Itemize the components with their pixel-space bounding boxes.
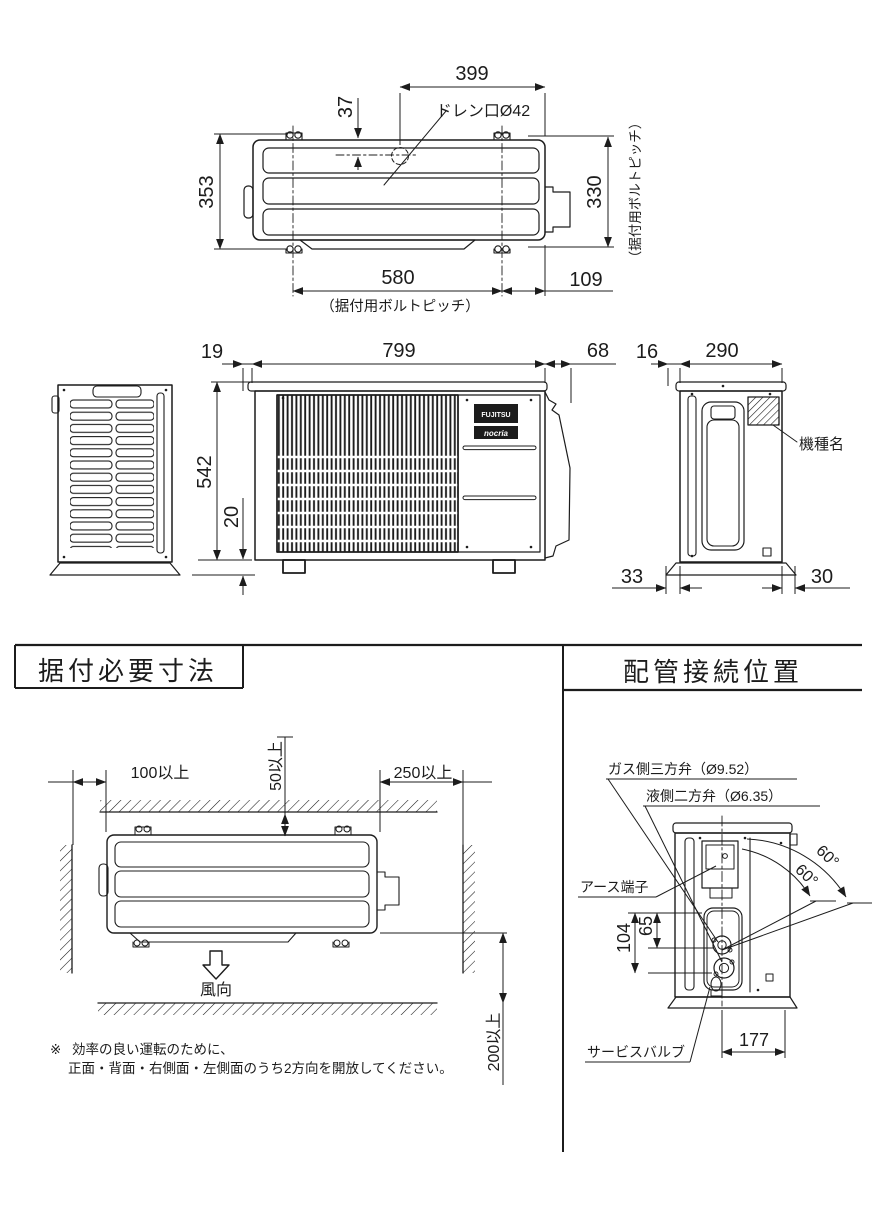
right-view-top-cap <box>675 381 787 392</box>
dim-65: 65 <box>636 916 656 936</box>
clearance-right-label: 250以上 <box>394 764 453 782</box>
top-view-dimensions <box>214 83 614 296</box>
bolt-pitch-side-label: （据付用ボルトピッチ） <box>628 116 643 265</box>
dim-799: 799 <box>382 340 415 362</box>
front-view <box>247 381 571 574</box>
dim-542: 542 <box>194 455 216 488</box>
dim-109: 109 <box>569 269 602 291</box>
dim-37: 37 <box>335 96 357 118</box>
front-grille <box>276 394 459 553</box>
model-name-plate <box>747 396 780 426</box>
liquid-valve <box>713 957 735 979</box>
angle-outer-label: 60° <box>813 842 842 871</box>
dim-104: 104 <box>614 923 634 953</box>
earth-terminal-leader <box>655 865 717 898</box>
top-view <box>243 110 571 297</box>
front-right-panel <box>457 394 541 553</box>
install-section-title: 据付必要寸法 <box>38 656 218 686</box>
clearance-left-label: 100以上 <box>131 764 190 782</box>
left-view-base <box>49 562 181 576</box>
front-foot-right <box>492 559 516 574</box>
rear-wall-hatch <box>100 800 437 812</box>
service-valve-leader <box>689 986 711 1063</box>
right-view-base <box>665 562 797 576</box>
valve-assembly <box>703 907 743 991</box>
piping-unit-base <box>667 996 798 1009</box>
drain-hole <box>391 147 409 165</box>
liquid-valve-label: 液側二方弁（Ø6.35） <box>646 788 782 804</box>
clearance-front-label: 200以上 <box>485 1013 503 1072</box>
model-name-leader <box>772 424 798 443</box>
front-view-top-cap <box>247 381 548 392</box>
fujitsu-logo-plate <box>474 404 518 423</box>
dim-580: 580 <box>381 267 414 289</box>
bolt-pitch-bottom-label: （据付用ボルトピッチ） <box>320 298 480 315</box>
nocria-logo-text: nocria <box>484 429 509 438</box>
install-dimensions <box>48 736 507 1085</box>
right-wall-hatch <box>463 845 475 973</box>
dim-290: 290 <box>705 340 738 362</box>
front-view-body <box>254 390 546 561</box>
install-unit-body <box>106 834 378 934</box>
top-view-valve-cover <box>544 186 571 233</box>
top-view-left-bump <box>243 185 254 219</box>
dim-68: 68 <box>587 340 609 362</box>
front-right-flare <box>544 391 571 559</box>
dim-33: 33 <box>621 566 643 588</box>
dim-16: 16 <box>636 341 658 363</box>
install-drawing <box>60 800 475 1015</box>
angle-arc-inner <box>741 848 811 897</box>
piping-section-title: 配管接続位置 <box>623 657 803 687</box>
left-view-handle <box>92 385 142 398</box>
clearance-top-label: 50以上 <box>267 741 285 791</box>
install-labels: 100以上 50以上 250以上 200以上 風向 ※ 効率の良い運転のために、… <box>50 741 503 1076</box>
left-wall-hatch <box>60 845 72 973</box>
service-valve-label: サービスバルブ <box>587 1044 685 1060</box>
earth-terminal-label: アース端子 <box>580 879 648 895</box>
drain-leader <box>383 110 447 186</box>
service-valve-port <box>710 976 722 992</box>
terminal-block <box>701 840 739 889</box>
front-foot-left <box>282 559 306 574</box>
dim-20: 20 <box>221 506 243 528</box>
model-name-label: 機種名 <box>799 436 844 453</box>
piping-drawing <box>667 815 798 1009</box>
middle-dimensions <box>192 360 850 595</box>
gas-valve-leader <box>607 778 719 943</box>
dim-30: 30 <box>811 566 833 588</box>
top-view-base-pan <box>299 239 476 250</box>
right-side-view <box>665 381 798 576</box>
wind-direction-label: 風向 <box>200 981 232 999</box>
note-line2: 正面・背面・右側面・左側面のうち2方向を開放してください。 <box>68 1061 453 1076</box>
left-view-body <box>57 384 173 563</box>
floor-hatch <box>98 1003 437 1015</box>
piping-dimensions <box>578 778 872 1063</box>
dim-19: 19 <box>201 341 223 363</box>
section-dividers <box>14 643 862 1152</box>
angle-inner-label: 60° <box>792 861 821 890</box>
middle-dimension-labels: 19 799 68 16 290 542 20 機種名 33 30 <box>194 340 844 588</box>
note-mark: ※ <box>50 1042 61 1057</box>
top-view-labels: 399 37 ドレン口Ø42 353 330 （据付用ボルトピッチ） 580 （… <box>196 63 643 315</box>
piping-labels: ガス側三方弁（Ø9.52） 液側二方弁（Ø6.35） アース端子 104 65 … <box>580 761 842 1060</box>
wind-direction-arrow <box>202 950 230 980</box>
dim-330: 330 <box>584 175 606 208</box>
gas-valve-label: ガス側三方弁（Ø9.52） <box>608 761 758 777</box>
fujitsu-logo-text: FUJITSU <box>481 412 510 419</box>
piping-unit-top-cap <box>672 822 793 834</box>
note-line1: 効率の良い運転のために、 <box>72 1041 234 1057</box>
nocria-logo-plate <box>474 426 518 439</box>
drain-label: ドレン口Ø42 <box>436 103 530 120</box>
right-view-body <box>679 390 783 563</box>
liquid-valve-leader <box>644 805 723 963</box>
dim-353: 353 <box>196 175 218 208</box>
angle-arc-outer <box>746 838 847 898</box>
left-view-vents <box>70 398 154 548</box>
dim-399: 399 <box>455 63 488 85</box>
dim-177: 177 <box>739 1030 769 1050</box>
left-side-view <box>49 384 181 576</box>
